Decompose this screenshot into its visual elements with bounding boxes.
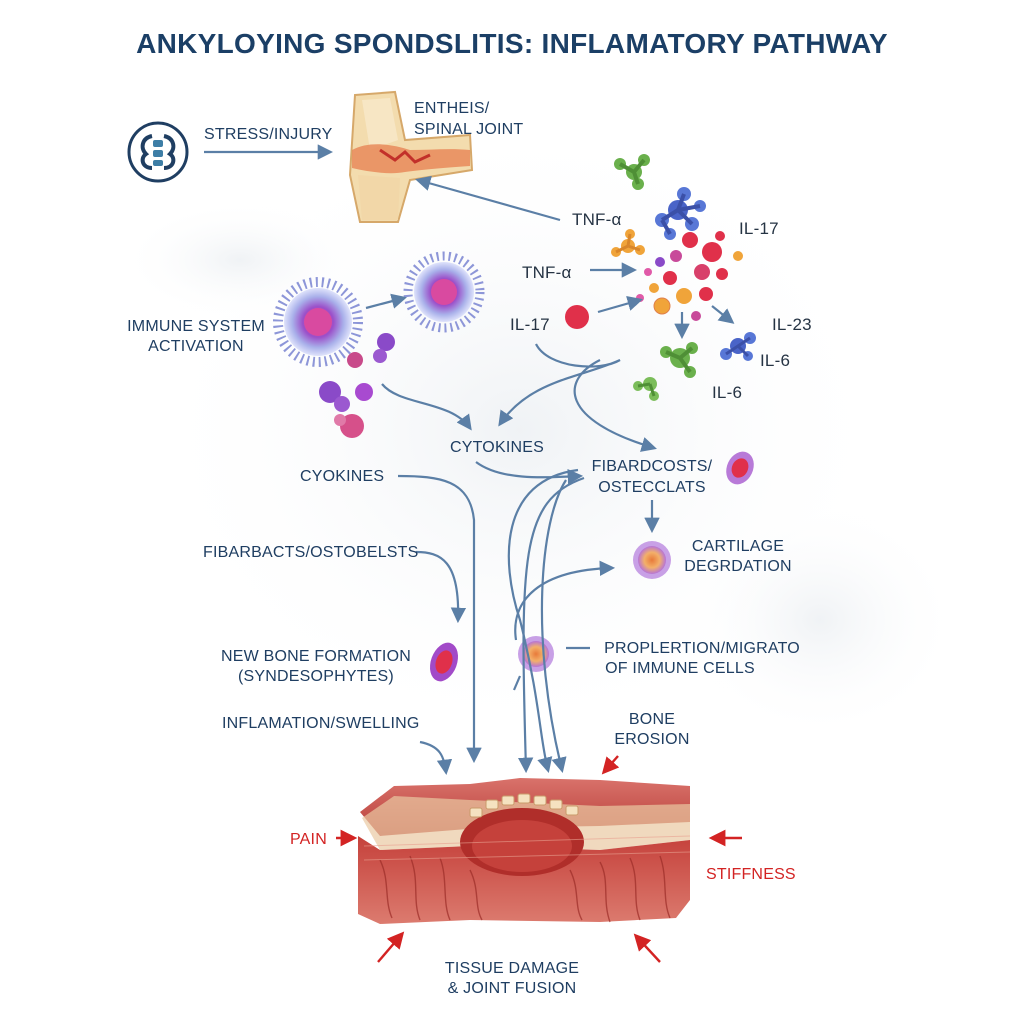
green-molecule-icon xyxy=(660,342,698,378)
cytokine-dots xyxy=(636,231,743,321)
cytokine-cluster xyxy=(565,154,756,401)
fibroblast-cell-icon xyxy=(726,451,754,485)
label-degrdation: DEGRDATION xyxy=(684,558,792,575)
label-tnf-alpha-mid: TNF-α xyxy=(522,263,572,282)
label-pain: PAIN xyxy=(290,831,327,848)
label-cytokines-center: CYTOKINES xyxy=(450,439,544,456)
green-molecule-icon xyxy=(633,377,659,401)
cell-cluster xyxy=(319,333,395,438)
label-spinal-joint: SPINAL JOINT xyxy=(414,121,524,138)
red-arrows xyxy=(336,755,742,963)
label-fibarbacts: FIBARBACTS/OSTOBELSTS xyxy=(203,544,419,561)
label-il6-b: IL-6 xyxy=(712,383,743,402)
blue-molecule-icon xyxy=(655,187,706,240)
blue-molecule-icon xyxy=(720,332,756,361)
label-cartilage: CARTILAGE xyxy=(691,538,785,555)
label-cyokines-left: CYOKINES xyxy=(300,468,385,485)
orange-molecule-icon xyxy=(611,229,645,257)
new-bone-cell-icon xyxy=(429,642,459,682)
arrows xyxy=(204,144,735,776)
label-proplertion: PROPLERTION/MIGRATO xyxy=(604,640,800,657)
red-cell-icon xyxy=(565,305,589,329)
label-immune-system: IMMUNE SYSTEM xyxy=(127,318,265,335)
label-ostecclats: OSTECCLATS xyxy=(598,479,706,496)
label-new-bone-formation: NEW BONE FORMATION xyxy=(221,648,411,665)
label-immune-cells: OF IMMUNE CELLS xyxy=(605,660,755,677)
label-activation: ACTIVATION xyxy=(148,338,244,355)
label-il6-a: IL-6 xyxy=(760,351,791,370)
background-wash xyxy=(120,110,960,750)
page-title: ANKYLOYING SPONDSLITIS: INFLAMATORY PATH… xyxy=(136,28,888,59)
label-tnf-alpha-top: TNF-α xyxy=(572,210,622,229)
label-joint-fusion: & JOINT FUSION xyxy=(447,980,577,997)
immune-cell-icon xyxy=(273,277,363,367)
joint-illustration xyxy=(348,90,474,223)
label-stiffness: STIFFNESS xyxy=(706,866,796,883)
spine-icon xyxy=(127,121,189,183)
label-stress-injury: STRESS/INJURY xyxy=(204,126,333,143)
label-fibardcosts: FIBARDCOSTS/ xyxy=(591,458,713,475)
label-inflamation-swelling: INFLAMATION/SWELLING xyxy=(222,715,420,732)
label-il17-right: IL-17 xyxy=(739,219,779,238)
label-syndesophytes: (SYNDESOPHYTES) xyxy=(238,668,394,685)
label-tissue-damage: TISSUE DAMAGE xyxy=(444,960,580,977)
label-entheis: ENTHEIS/ xyxy=(414,100,490,117)
label-bone: BONE xyxy=(628,711,676,728)
cartilage-cell-icon xyxy=(633,541,671,579)
green-molecule-icon xyxy=(614,154,650,190)
tissue-cross-section xyxy=(358,778,691,924)
label-erosion: EROSION xyxy=(614,731,690,748)
immune-cell-icon xyxy=(403,251,485,333)
label-il23: IL-23 xyxy=(772,315,812,334)
label-il17-left: IL-17 xyxy=(510,315,550,334)
